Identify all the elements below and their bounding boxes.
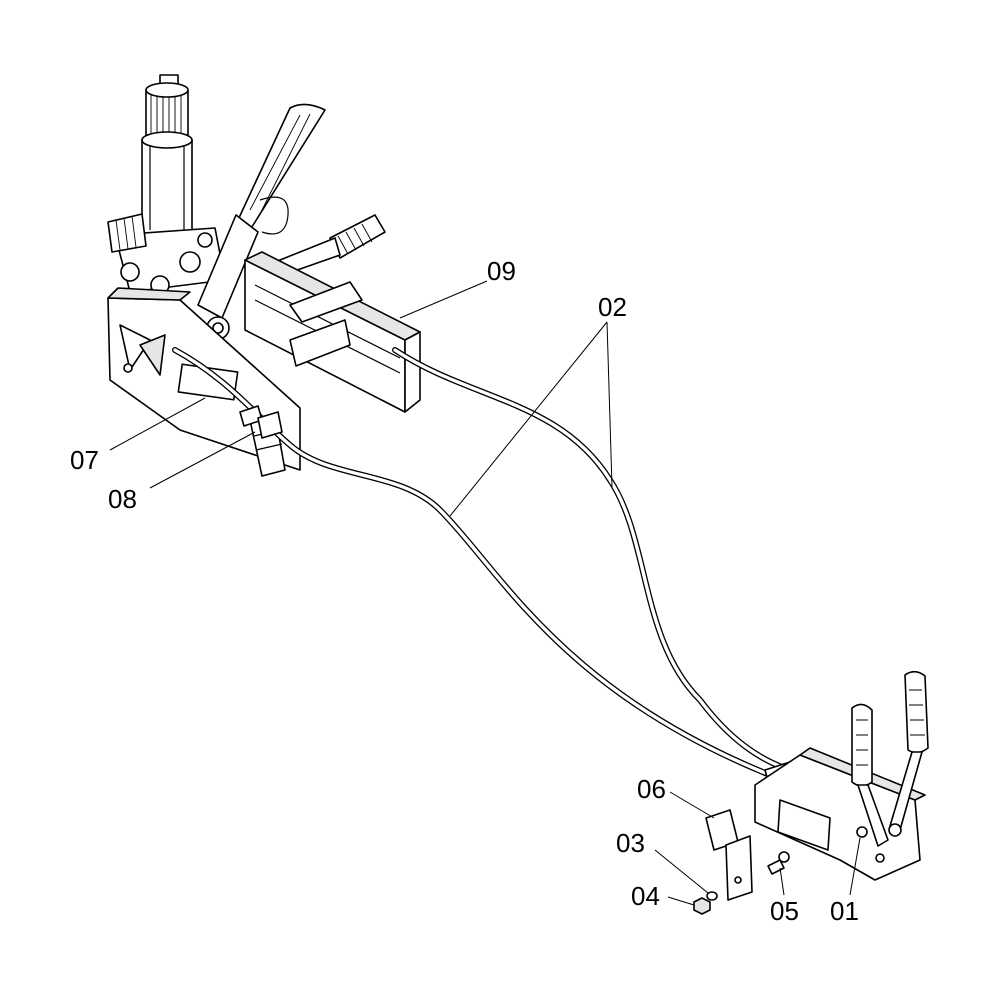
leader-02a [449,321,608,517]
mounting-channel-09 [244,251,421,413]
main-lever-grip [237,103,326,231]
leader-07 [109,397,206,451]
valve-assembly [107,74,386,340]
leader-lines [109,280,861,906]
screw-05 [767,859,785,875]
front-plate [107,287,301,477]
leader-04 [667,896,695,906]
leader-08 [149,431,256,489]
lever-grip-right [904,670,929,754]
callout-04: 04 [631,881,660,911]
callout-03: 03 [616,828,645,858]
leader-01 [849,837,861,896]
leader-02b [606,321,613,488]
control-cables-02 [172,347,819,789]
leader-03 [654,849,709,894]
washer-03 [706,891,718,901]
callout-02: 02 [598,292,627,322]
callout-08: 08 [108,484,137,514]
callout-06: 06 [637,774,666,804]
callout-01: 01 [830,896,859,926]
leader-05 [779,867,785,896]
lever-grip-left [851,703,873,787]
exploded-hardware [693,809,790,915]
nut-04 [693,897,711,915]
leader-09 [399,280,488,319]
lower-control-bracket-01 [754,670,929,881]
callout-07: 07 [70,445,99,475]
callout-05: 05 [770,896,799,926]
label-plate-07 [177,363,239,401]
leader-06 [669,791,715,819]
callout-09: 09 [487,256,516,286]
mounting-bracket [725,835,753,901]
hose-nipple [107,213,147,253]
cable-b [392,347,793,773]
lever-arm-left [857,784,889,847]
